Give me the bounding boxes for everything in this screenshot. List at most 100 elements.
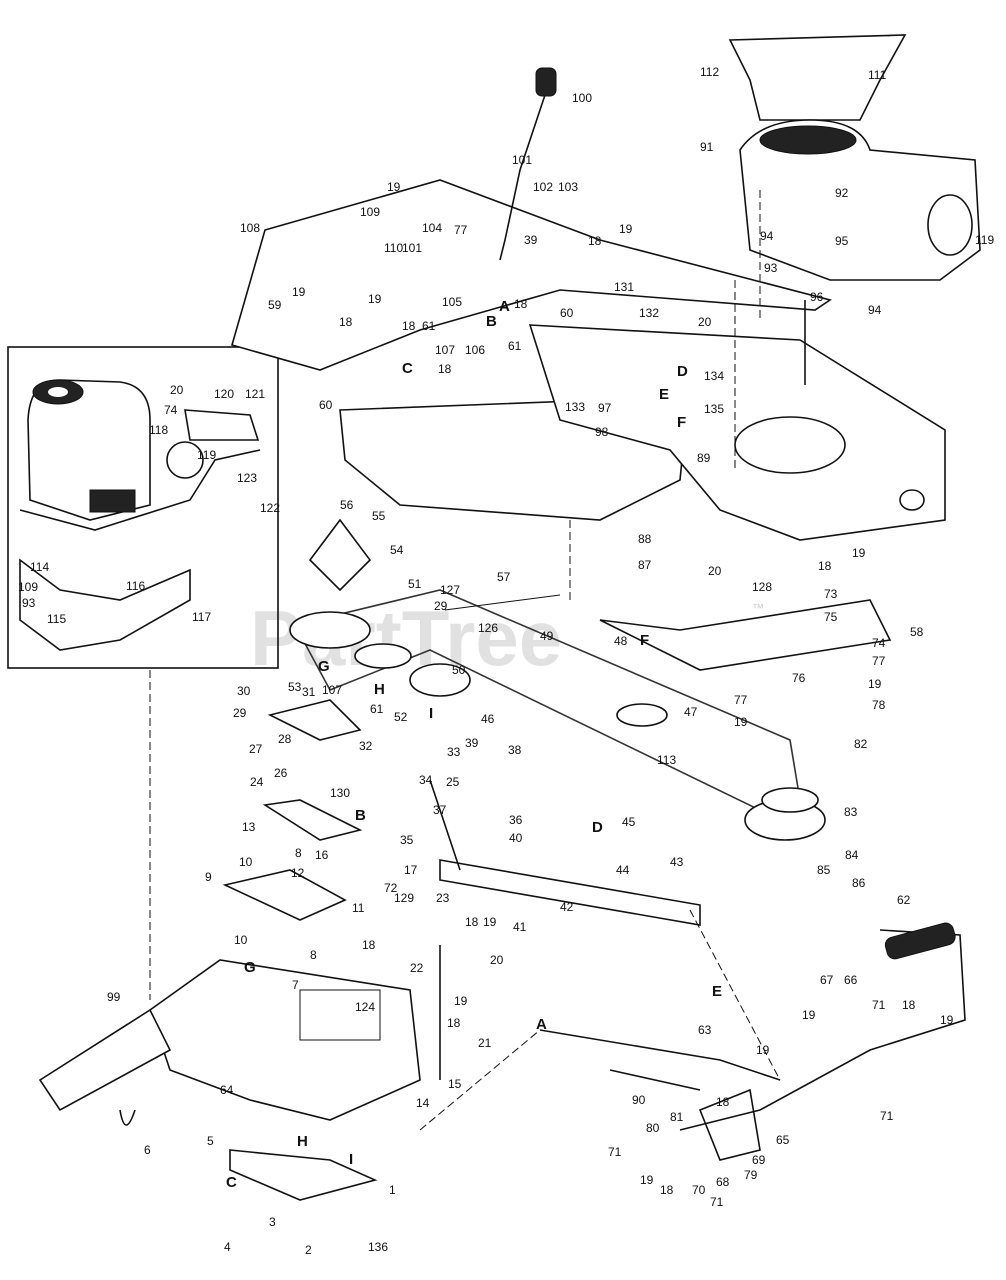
part-callout-21: 21 — [478, 1036, 492, 1050]
part-callout-133: 133 — [565, 400, 585, 414]
part-callout-19: 19 — [387, 180, 401, 194]
part-callout-89: 89 — [697, 451, 711, 465]
part-callout-94: 94 — [760, 229, 774, 243]
part-callout-123: 123 — [237, 471, 257, 485]
part-callout-65: 65 — [776, 1133, 790, 1147]
part-callout-40: 40 — [509, 831, 523, 845]
inset-engine — [19, 379, 261, 651]
part-callout-79: 79 — [744, 1168, 758, 1182]
part-callout-87: 87 — [638, 558, 652, 572]
part-callout-59: 59 — [268, 298, 282, 312]
linkages — [222, 599, 966, 1201]
part-callout-97: 97 — [598, 401, 612, 415]
part-callout-128: 128 — [752, 580, 772, 594]
part-callout-135: 135 — [704, 402, 724, 416]
part-callout-39: 39 — [524, 233, 538, 247]
part-callout-86: 86 — [852, 876, 866, 890]
part-callout-77: 77 — [734, 693, 748, 707]
part-callout-20: 20 — [170, 383, 184, 397]
part-callout-121: 121 — [245, 387, 265, 401]
part-callout-45: 45 — [622, 815, 636, 829]
part-callout-70: 70 — [692, 1183, 706, 1197]
part-callout-117: 117 — [192, 610, 211, 624]
part-callout-80: 80 — [646, 1121, 660, 1135]
part-callout-30: 30 — [237, 684, 251, 698]
part-callout-31: 31 — [302, 685, 316, 699]
part-callout-101: 101 — [402, 241, 422, 255]
part-callout-57: 57 — [497, 570, 511, 584]
part-callout-105: 105 — [442, 295, 462, 309]
part-callout-55: 55 — [372, 509, 386, 523]
part-callout-18: 18 — [588, 234, 602, 248]
part-callout-27: 27 — [249, 742, 263, 756]
part-callout-19: 19 — [454, 994, 468, 1008]
reference-letter-d: D — [677, 363, 688, 380]
part-callout-26: 26 — [274, 766, 288, 780]
reference-letter-f: F — [640, 632, 649, 649]
part-callout-107: 107 — [322, 683, 342, 697]
part-callout-124: 124 — [355, 1000, 375, 1014]
part-callout-88: 88 — [638, 532, 652, 546]
part-callout-82: 82 — [854, 737, 868, 751]
part-callout-18: 18 — [362, 938, 376, 952]
part-callout-74: 74 — [872, 636, 886, 650]
reference-letter-b: B — [486, 313, 497, 330]
reference-letter-h: H — [374, 681, 385, 698]
transaxle — [38, 959, 421, 1126]
part-callout-18: 18 — [514, 297, 528, 311]
part-callout-96: 96 — [810, 290, 824, 304]
part-callout-61: 61 — [370, 702, 384, 716]
part-callout-119: 119 — [975, 233, 994, 247]
reference-letter-e: E — [659, 386, 669, 403]
part-callout-99: 99 — [107, 990, 121, 1004]
part-callout-24: 24 — [250, 775, 264, 789]
part-callout-32: 32 — [359, 739, 373, 753]
part-callout-18: 18 — [902, 998, 916, 1012]
part-callout-107: 107 — [435, 343, 455, 357]
part-callout-8: 8 — [310, 948, 317, 962]
part-callout-115: 115 — [47, 612, 66, 626]
part-callout-20: 20 — [708, 564, 722, 578]
part-callout-61: 61 — [422, 319, 436, 333]
part-callout-81: 81 — [670, 1110, 684, 1124]
reference-letter-c: C — [226, 1174, 237, 1191]
part-callout-111: 111 — [868, 68, 887, 82]
part-callout-54: 54 — [390, 543, 404, 557]
part-callout-85: 85 — [817, 863, 831, 877]
reference-letter-i: I — [429, 705, 433, 722]
part-callout-53: 53 — [288, 680, 302, 694]
part-callout-136: 136 — [368, 1240, 388, 1254]
part-callout-18: 18 — [818, 559, 832, 573]
part-callout-110: 110 — [384, 241, 403, 255]
part-callout-106: 106 — [465, 343, 485, 357]
part-callout-19: 19 — [940, 1013, 954, 1027]
part-callout-100: 100 — [572, 91, 592, 105]
part-callout-91: 91 — [700, 140, 714, 154]
part-callout-35: 35 — [400, 833, 414, 847]
part-callout-90: 90 — [632, 1093, 646, 1107]
part-callout-48: 48 — [614, 634, 628, 648]
part-callout-19: 19 — [734, 715, 748, 729]
part-callout-132: 132 — [639, 306, 659, 320]
leader-lines — [149, 190, 781, 1131]
part-callout-109: 109 — [18, 580, 38, 594]
part-callout-73: 73 — [824, 587, 838, 601]
part-callout-50: 50 — [452, 663, 466, 677]
part-callout-108: 108 — [240, 221, 260, 235]
part-callout-4: 4 — [224, 1240, 231, 1254]
part-callout-41: 41 — [513, 920, 527, 934]
reference-letter-f: F — [677, 414, 686, 431]
part-callout-15: 15 — [448, 1077, 462, 1091]
part-callout-20: 20 — [490, 953, 504, 967]
reference-letter-a: A — [499, 298, 510, 315]
part-callout-18: 18 — [465, 915, 479, 929]
part-callout-75: 75 — [824, 610, 838, 624]
part-callout-126: 126 — [478, 621, 498, 635]
engine — [728, 34, 981, 281]
part-callout-56: 56 — [340, 498, 354, 512]
part-callout-95: 95 — [835, 234, 849, 248]
part-callout-19: 19 — [483, 915, 497, 929]
